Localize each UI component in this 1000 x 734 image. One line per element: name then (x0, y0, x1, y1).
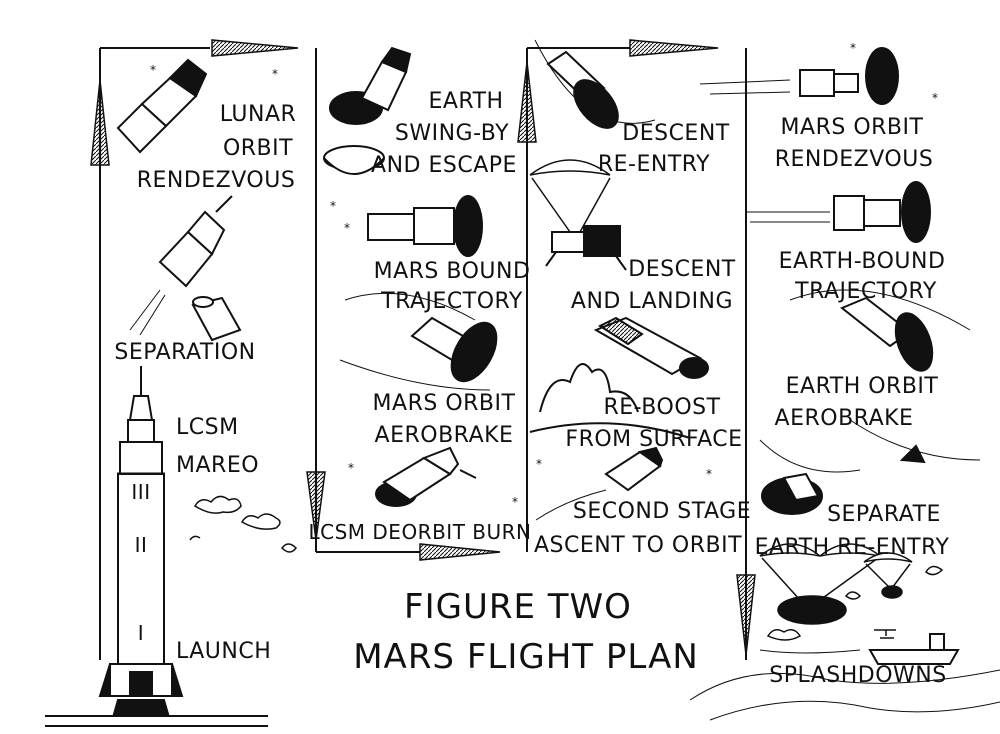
arrow-up-icon (90, 79, 110, 166)
label-mars-orbit-rendezvous: MARS ORBIT (781, 115, 924, 140)
arrow-right-icon (419, 543, 501, 561)
arrow-right-icon (211, 39, 299, 57)
ocean-waves (689, 649, 1000, 721)
figure-title: FIGURE TWO MARS FLIGHT PLAN (353, 587, 699, 677)
stage-labels: LUNAR ORBIT RENDEZVOUS SEPARATION LCSM M… (114, 89, 949, 688)
label-separate-earth-re-entry: SEPARATE (827, 502, 941, 527)
label-lcsm-deorbit-burn: LCSM DEORBIT BURN (308, 520, 531, 544)
label-lunar-orbit-rendezvous: ORBIT (223, 136, 293, 161)
svg-text:*: * (344, 221, 350, 235)
cloud-icon (766, 565, 944, 641)
label-earth-bound-trajectory: TRAJECTORY (794, 279, 937, 304)
label-second-stage-ascent: ASCENT TO ORBIT (534, 533, 742, 558)
svg-text:*: * (850, 41, 856, 55)
label-lunar-orbit-rendezvous: RENDEZVOUS (137, 168, 296, 193)
mars-orbit-rendezvous-craft-icon (699, 47, 899, 105)
earth-swingby-craft-icon (329, 46, 412, 125)
cloud-icon (189, 495, 297, 553)
label-mars-bound-trajectory: TRAJECTORY (380, 289, 523, 314)
label-mars-orbit-aerobrake: MARS ORBIT (373, 391, 516, 416)
arrow-right-icon (629, 39, 719, 57)
earth-bound-craft-icon (746, 181, 931, 243)
label-descent-and-landing: DESCENT (628, 257, 736, 282)
label-mars-bound-trajectory: MARS BOUND (374, 259, 531, 284)
label-lcsm: LCSM (176, 415, 239, 440)
label-separate-earth-re-entry: EARTH RE-ENTRY (755, 535, 950, 560)
rocket-stage-numeral: I (138, 621, 144, 645)
rocket-stage-numeral: III (131, 480, 150, 504)
label-descent-re-entry: DESCENT (622, 121, 730, 146)
label-second-stage-ascent: SECOND STAGE (573, 499, 751, 524)
csm-lander-icon (116, 58, 208, 154)
aerobrake-craft-icon (339, 292, 498, 391)
parachute-icon (529, 159, 611, 233)
label-descent-re-entry: RE-ENTRY (598, 152, 710, 177)
label-earth-bound-trajectory: EARTH-BOUND (779, 249, 946, 274)
upper-stage-rocket-icon (129, 195, 233, 336)
figure-title-line-2: MARS FLIGHT PLAN (353, 637, 699, 677)
svg-text:*: * (512, 495, 518, 509)
arrow-down-icon (736, 574, 756, 656)
label-earth-orbit-aerobrake: EARTH ORBIT (786, 374, 939, 399)
label-separation: SEPARATION (114, 340, 255, 365)
svg-text:*: * (932, 91, 938, 105)
label-mareo: MAREO (176, 453, 259, 478)
recovery-ship-icon (868, 629, 960, 665)
flow-arrows (90, 39, 756, 656)
figure-title-line-1: FIGURE TWO (404, 587, 632, 627)
svg-text:*: * (150, 63, 156, 77)
label-re-boost-from-surface: FROM SURFACE (565, 427, 742, 452)
svg-text:*: * (536, 457, 542, 471)
label-earth-swing-by: EARTH (428, 89, 503, 114)
saturn-rocket-icon (98, 366, 184, 715)
ascent-stage-icon (535, 446, 664, 521)
earth-icon (323, 145, 385, 175)
earth-reentry-capsule-icon (759, 419, 981, 515)
earth-aerobrake-craft-icon (789, 289, 971, 372)
separated-stage-icon (191, 296, 242, 342)
label-launch: LAUNCH (176, 639, 271, 664)
label-mars-orbit-rendezvous: RENDEZVOUS (775, 147, 934, 172)
label-mars-orbit-aerobrake: AEROBRAKE (375, 423, 514, 448)
mars-bound-craft-icon (367, 195, 483, 257)
deorbit-craft-icon (375, 446, 477, 507)
launch-pad (45, 715, 268, 727)
svg-text:*: * (272, 67, 278, 81)
mars-reentry-craft-icon (534, 39, 656, 129)
svg-text:*: * (330, 199, 336, 213)
reboost-craft-icon (593, 316, 709, 379)
label-splashdowns: SPLASHDOWNS (769, 663, 946, 688)
arrow-down-icon (306, 471, 326, 541)
arrow-up-icon (517, 61, 537, 143)
label-earth-swing-by: AND ESCAPE (371, 153, 517, 178)
mars-surface-icon (529, 363, 691, 439)
label-lunar-orbit-rendezvous: LUNAR (220, 102, 297, 127)
label-earth-swing-by: SWING-BY (395, 121, 509, 146)
svg-text:*: * (348, 461, 354, 475)
label-re-boost-from-surface: RE-BOOST (603, 395, 720, 420)
parachute-capsule-icon (759, 543, 913, 625)
star-icon: * * * * * * * * * * (150, 41, 938, 509)
rocket-stage-numeral: II (135, 533, 148, 557)
svg-text:*: * (706, 467, 712, 481)
mars-lander-icon (545, 225, 627, 271)
label-descent-and-landing: AND LANDING (571, 289, 733, 314)
label-earth-orbit-aerobrake: AEROBRAKE (775, 406, 914, 431)
